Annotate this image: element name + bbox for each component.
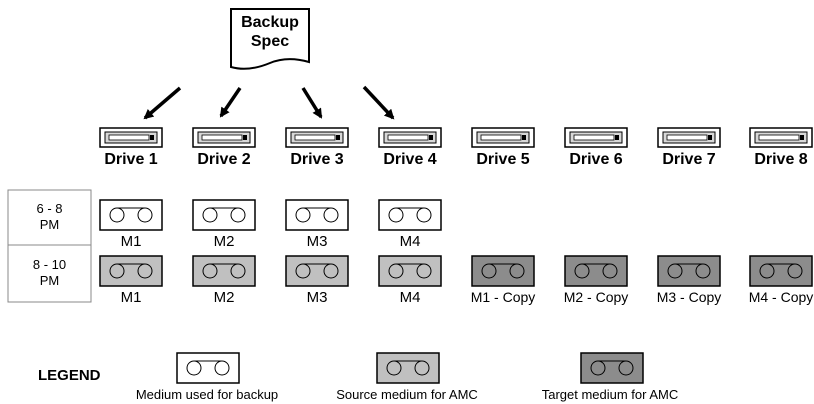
backup-spec-line-2: Spec: [250, 33, 290, 50]
tape-row2-3-icon: [285, 255, 349, 287]
drive-6-icon: [564, 127, 628, 148]
media-row2-label-7: M3 - Copy: [656, 289, 722, 305]
media-row2-label-3: M3: [306, 289, 328, 306]
time-slot-2-line-2: PM: [39, 273, 60, 288]
legend-label-target: Target medium for AMC: [541, 387, 679, 402]
drive-8-label: Drive 8: [754, 151, 808, 168]
time-slot-label-2: 8 - 10 PM: [8, 257, 91, 289]
backup-spec-label: Backup Spec: [231, 13, 309, 51]
drive-5-label: Drive 5: [476, 151, 530, 168]
arrow-to-drive-3: [301, 87, 323, 119]
media-row2-label-1: M1: [120, 289, 142, 306]
drive-2-label: Drive 2: [197, 151, 251, 168]
tape-row1-1-icon: [99, 199, 163, 231]
media-row2-label-4: M4: [399, 289, 421, 306]
time-slot-2-line-1: 8 - 10: [32, 257, 67, 272]
tape-row1-3-icon: [285, 199, 349, 231]
drive-2-icon: [192, 127, 256, 148]
media-row1-label-1: M1: [120, 233, 142, 250]
arrow-to-drive-1: [143, 86, 182, 120]
time-slot-1-line-2: PM: [39, 217, 60, 232]
time-slot-box-2: [7, 244, 92, 303]
media-row1-label-3: M3: [306, 233, 328, 250]
tape-row2-1-icon: [99, 255, 163, 287]
media-row1-label-4: M4: [399, 233, 421, 250]
legend-title: LEGEND: [38, 367, 101, 384]
drive-7-label: Drive 7: [662, 151, 716, 168]
drive-1-label: Drive 1: [104, 151, 158, 168]
legend-tape-backup-icon: [176, 352, 240, 384]
tape-row1-2-icon: [192, 199, 256, 231]
media-row2-label-6: M2 - Copy: [563, 289, 629, 305]
media-row2-label-8: M4 - Copy: [748, 289, 814, 305]
media-row2-label-5: M1 - Copy: [470, 289, 536, 305]
drive-8-icon: [749, 127, 813, 148]
drive-3-label: Drive 3: [290, 151, 344, 168]
media-row2-label-2: M2: [213, 289, 235, 306]
arrow-to-drive-2: [219, 87, 242, 118]
arrow-to-drive-4: [362, 85, 395, 120]
tape-row2-6-icon: [564, 255, 628, 287]
legend-tape-target-icon: [580, 352, 644, 384]
time-slot-box-1: [7, 189, 92, 246]
tape-row1-4-icon: [378, 199, 442, 231]
time-slot-1-line-1: 6 - 8: [36, 201, 63, 216]
media-row1-label-2: M2: [213, 233, 235, 250]
drive-1-icon: [99, 127, 163, 148]
drive-3-icon: [285, 127, 349, 148]
time-slot-label-1: 6 - 8 PM: [8, 201, 91, 233]
tape-row2-4-icon: [378, 255, 442, 287]
tape-row2-5-icon: [471, 255, 535, 287]
legend-tape-source-icon: [376, 352, 440, 384]
tape-row2-2-icon: [192, 255, 256, 287]
backup-spec-line-1: Backup: [241, 14, 299, 31]
tape-row2-7-icon: [657, 255, 721, 287]
drive-7-icon: [657, 127, 721, 148]
backup-spec-document: [230, 8, 310, 70]
drive-4-label: Drive 4: [383, 151, 437, 168]
drive-5-icon: [471, 127, 535, 148]
drive-6-label: Drive 6: [569, 151, 623, 168]
legend-label-source: Source medium for AMC: [336, 387, 478, 402]
tape-row2-8-icon: [749, 255, 813, 287]
legend-label-backup: Medium used for backup: [135, 387, 279, 402]
drive-4-icon: [378, 127, 442, 148]
